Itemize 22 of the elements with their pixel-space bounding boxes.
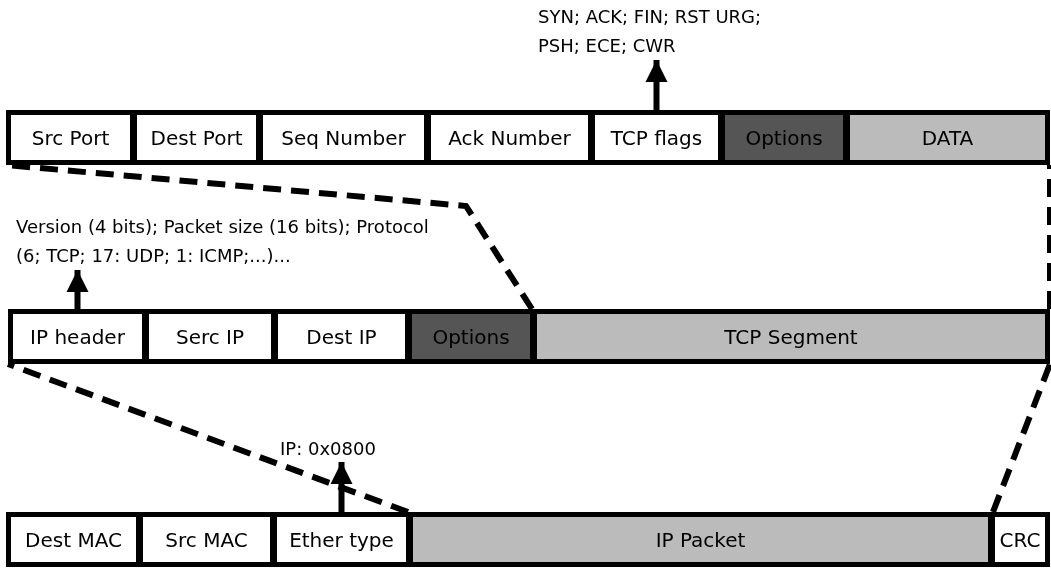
header-field: CRC: [990, 512, 1050, 567]
dashed-line: [1047, 165, 1051, 309]
header-field: Options: [720, 110, 848, 165]
arrow: [645, 60, 668, 110]
arrow: [330, 462, 353, 512]
header-field: Seq Number: [258, 110, 429, 165]
header-field: Serc IP: [144, 309, 276, 364]
dashed-line: [990, 362, 1051, 514]
header-field: IP header: [8, 309, 147, 364]
header-field: TCP flags: [590, 110, 723, 165]
header-field: Src Port: [6, 110, 135, 165]
header-field: DATA: [845, 110, 1050, 165]
header-field: IP Packet: [408, 512, 993, 567]
header-field: TCP Segment: [532, 309, 1050, 364]
header-field: Ack Number: [426, 110, 593, 165]
header-field: Dest MAC: [6, 512, 141, 567]
arrow: [66, 270, 89, 309]
header-field: Options: [407, 309, 535, 364]
header-field: Dest Port: [132, 110, 261, 165]
header-field: Dest IP: [273, 309, 410, 364]
header-field: Ether type: [272, 512, 411, 567]
header-field: Src MAC: [138, 512, 275, 567]
